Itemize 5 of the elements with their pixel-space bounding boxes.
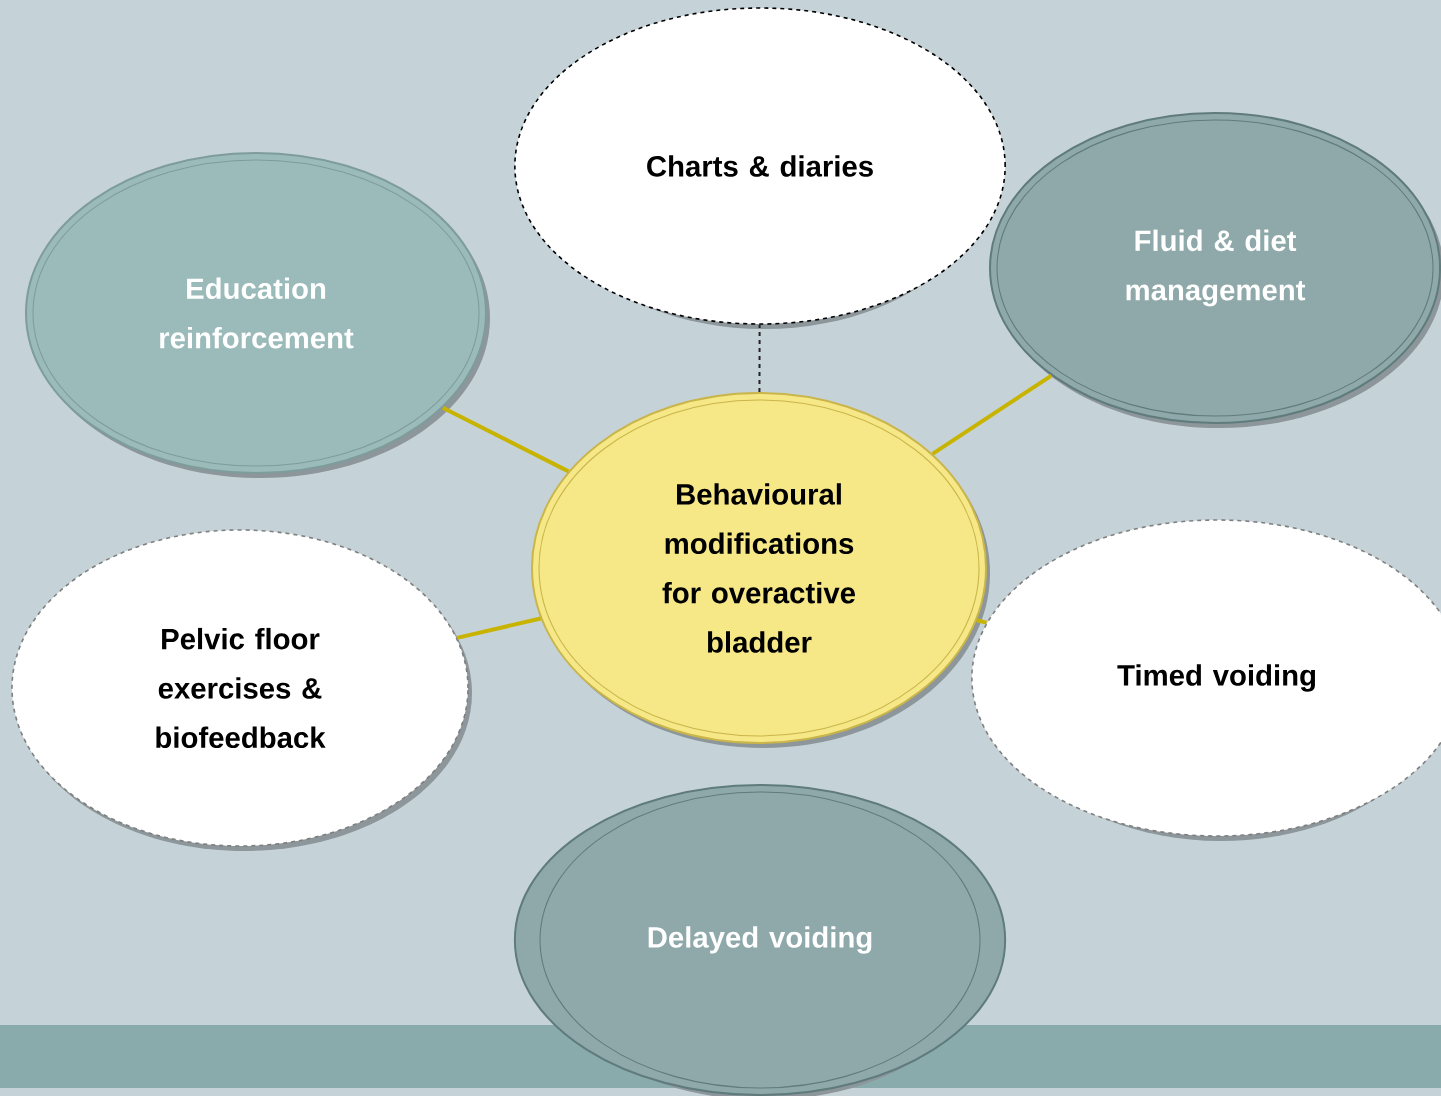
connector-line [931, 373, 1053, 456]
connector-line [976, 618, 987, 625]
connector-line [456, 616, 542, 640]
connector-line [441, 405, 570, 474]
connector-line [758, 323, 761, 393]
